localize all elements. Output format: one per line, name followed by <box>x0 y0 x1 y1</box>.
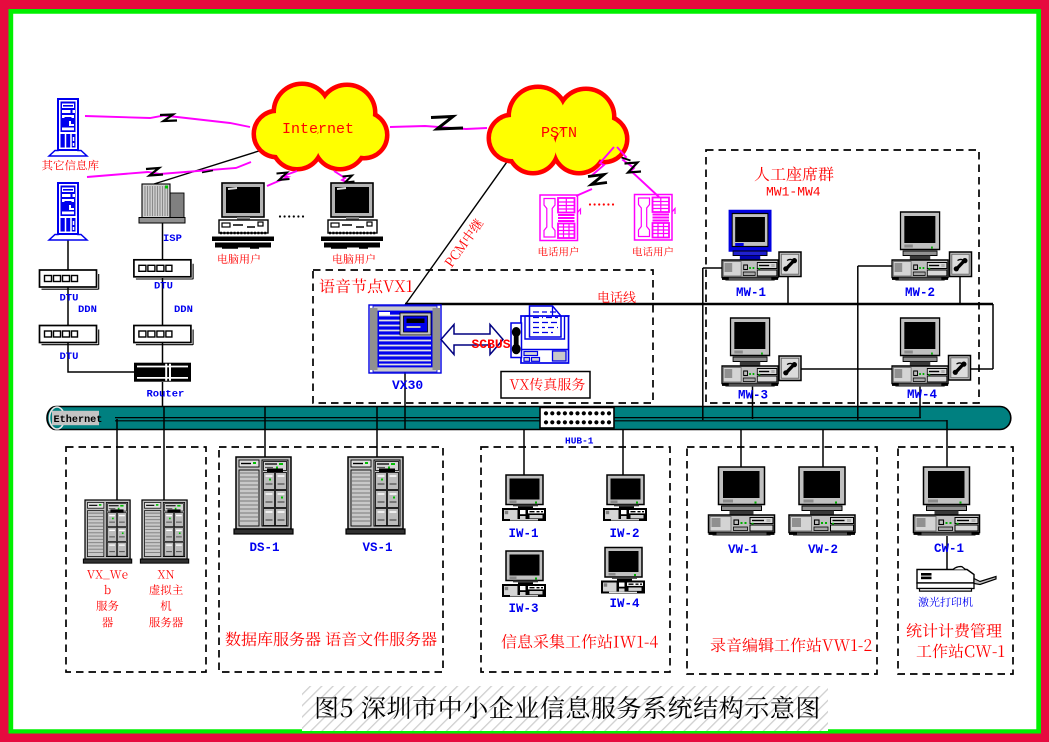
svg-text:DS-1: DS-1 <box>250 541 280 555</box>
svg-text:IW-4: IW-4 <box>610 597 641 611</box>
svg-text:Ethernet: Ethernet <box>54 414 103 426</box>
svg-text:DDN: DDN <box>78 304 97 316</box>
svg-text:VW-1: VW-1 <box>728 543 758 557</box>
svg-text:MW-2: MW-2 <box>905 286 935 300</box>
svg-text:IW-2: IW-2 <box>610 527 640 541</box>
svg-text:Internet: Internet <box>282 121 354 138</box>
svg-text:VX30: VX30 <box>392 378 423 393</box>
svg-text:MW-4: MW-4 <box>907 388 938 402</box>
svg-text:DTU: DTU <box>60 351 79 363</box>
svg-text:DTU: DTU <box>60 293 79 305</box>
svg-text:DDN: DDN <box>174 304 193 316</box>
svg-text:SCBUS: SCBUS <box>472 337 511 352</box>
svg-text:PSTN: PSTN <box>541 125 577 142</box>
svg-text:Router: Router <box>147 389 185 401</box>
svg-text:ISP: ISP <box>163 233 182 245</box>
svg-text:MW-3: MW-3 <box>738 389 768 403</box>
svg-text:VS-1: VS-1 <box>363 541 393 555</box>
svg-text:DTU: DTU <box>154 281 173 293</box>
svg-text:IW-3: IW-3 <box>509 602 539 616</box>
svg-text:IW-1: IW-1 <box>509 527 539 541</box>
svg-text:VW-2: VW-2 <box>808 543 838 557</box>
svg-text:MW-1: MW-1 <box>736 286 766 300</box>
svg-text:MW1-MW4: MW1-MW4 <box>766 185 821 200</box>
svg-text:HUB-1: HUB-1 <box>565 436 594 447</box>
svg-text:CW-1: CW-1 <box>934 542 964 556</box>
